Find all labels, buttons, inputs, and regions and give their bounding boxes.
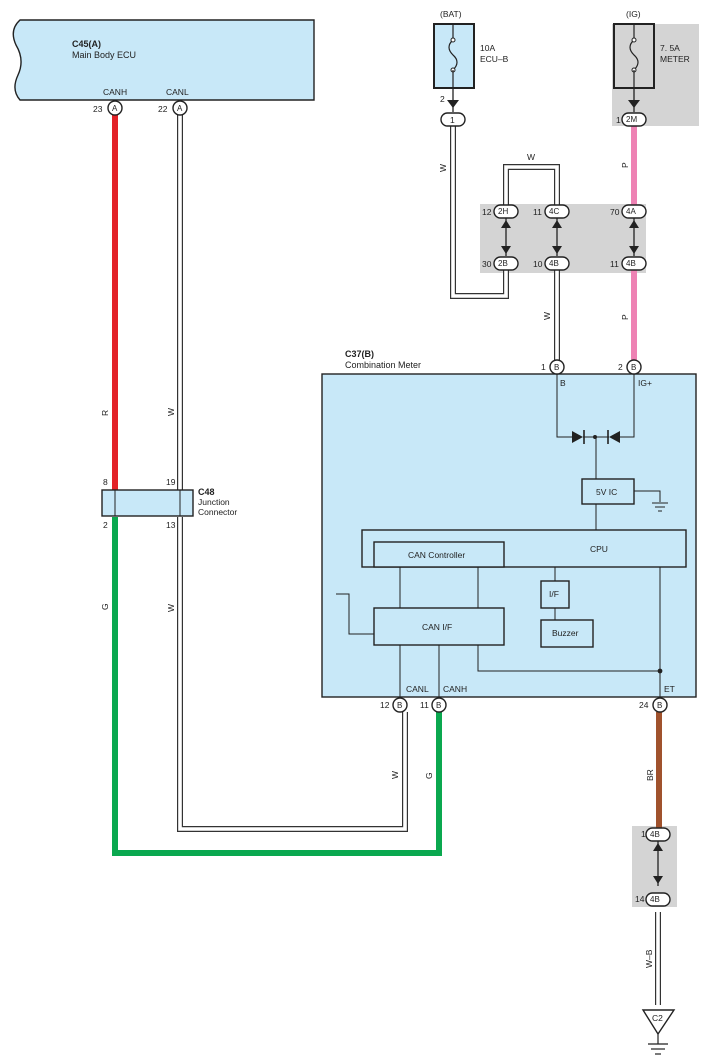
bat-fuse-amp: 10A bbox=[480, 43, 495, 53]
ig-conn: 2M bbox=[626, 115, 637, 124]
ecu-canl-pin: 22 bbox=[158, 104, 168, 114]
ecu-canh-label: CANH bbox=[103, 87, 127, 97]
svg-text:A: A bbox=[177, 104, 183, 113]
main-body-ecu: C45(A) Main Body ECU CANH CANL 23 22 bbox=[12, 19, 315, 114]
svg-text:B: B bbox=[560, 378, 566, 388]
svg-text:A: A bbox=[112, 104, 118, 113]
svg-text:B: B bbox=[657, 701, 662, 710]
svg-text:14: 14 bbox=[635, 894, 645, 904]
svg-text:P: P bbox=[620, 314, 630, 320]
svg-text:1: 1 bbox=[641, 829, 646, 839]
svg-text:CAN I/F: CAN I/F bbox=[422, 622, 452, 632]
svg-text:12: 12 bbox=[482, 207, 492, 217]
junction-block-1: 12 2H 30 2B bbox=[482, 204, 519, 271]
svg-text:70: 70 bbox=[610, 207, 620, 217]
svg-text:B: B bbox=[436, 701, 441, 710]
svg-text:BR: BR bbox=[645, 769, 655, 781]
bat-pin: 2 bbox=[440, 94, 445, 104]
junction-block-2: 11 4C 10 4B bbox=[533, 204, 570, 271]
svg-text:CANL: CANL bbox=[406, 684, 429, 694]
svg-text:4A: 4A bbox=[626, 207, 636, 216]
wires bbox=[112, 115, 662, 1005]
svg-text:B: B bbox=[631, 363, 636, 372]
svg-text:P: P bbox=[620, 162, 630, 168]
svg-text:C2: C2 bbox=[652, 1013, 663, 1023]
svg-text:I/F: I/F bbox=[549, 589, 559, 599]
ecu-connector-pins: A A bbox=[107, 100, 188, 116]
svg-text:4B: 4B bbox=[650, 895, 660, 904]
svg-text:IG+: IG+ bbox=[638, 378, 652, 388]
svg-text:W: W bbox=[166, 604, 176, 612]
svg-text:B: B bbox=[397, 701, 402, 710]
ig-label: (IG) bbox=[626, 9, 641, 19]
svg-text:W: W bbox=[166, 408, 176, 416]
svg-text:W: W bbox=[542, 312, 552, 320]
svg-text:W–B: W–B bbox=[644, 949, 654, 968]
ig-pin: 1 bbox=[616, 115, 621, 125]
junction-block-3: 70 4A 11 4B bbox=[610, 204, 647, 271]
svg-text:CANH: CANH bbox=[443, 684, 467, 694]
svg-text:CAN Controller: CAN Controller bbox=[408, 550, 465, 560]
ig-fuse-amp: 7. 5A bbox=[660, 43, 680, 53]
svg-text:ET: ET bbox=[664, 684, 675, 694]
svg-text:24: 24 bbox=[639, 700, 649, 710]
ecu-code: C45(A) bbox=[72, 39, 101, 49]
svg-text:W: W bbox=[438, 164, 448, 172]
svg-text:4B: 4B bbox=[650, 830, 660, 839]
svg-text:CPU: CPU bbox=[590, 544, 608, 554]
svg-text:11: 11 bbox=[610, 259, 619, 269]
svg-text:1: 1 bbox=[541, 362, 546, 372]
svg-text:G: G bbox=[424, 772, 434, 779]
ig-fuse-name: METER bbox=[660, 54, 690, 64]
svg-text:4B: 4B bbox=[626, 259, 636, 268]
bat-fuse: (BAT) 10A ECU–B 2 1 bbox=[433, 9, 509, 127]
svg-text:2H: 2H bbox=[498, 207, 508, 216]
svg-text:B: B bbox=[554, 363, 559, 372]
svg-text:R: R bbox=[100, 410, 110, 416]
svg-text:Junction: Junction bbox=[198, 497, 230, 507]
svg-text:2: 2 bbox=[103, 520, 108, 530]
svg-text:5V IC: 5V IC bbox=[596, 487, 617, 497]
svg-text:C37(B): C37(B) bbox=[345, 349, 374, 359]
svg-text:13: 13 bbox=[166, 520, 176, 530]
svg-text:12: 12 bbox=[380, 700, 390, 710]
svg-text:11: 11 bbox=[420, 700, 429, 710]
svg-text:2B: 2B bbox=[498, 259, 508, 268]
svg-text:11: 11 bbox=[533, 207, 542, 217]
ecu-name: Main Body ECU bbox=[72, 50, 136, 60]
svg-text:10: 10 bbox=[533, 259, 543, 269]
svg-text:W: W bbox=[527, 152, 535, 162]
svg-text:30: 30 bbox=[482, 259, 492, 269]
svg-text:Combination Meter: Combination Meter bbox=[345, 360, 421, 370]
svg-text:8: 8 bbox=[103, 477, 108, 487]
combination-meter: C37(B) Combination Meter 1 B 2 B B IG+ bbox=[321, 349, 697, 713]
svg-text:Buzzer: Buzzer bbox=[552, 628, 579, 638]
ecu-canh-pin: 23 bbox=[93, 104, 103, 114]
svg-text:19: 19 bbox=[166, 477, 176, 487]
ecu-canl-label: CANL bbox=[166, 87, 189, 97]
bat-conn: 1 bbox=[450, 115, 455, 125]
ground-junction-block: 1 4B 14 4B bbox=[635, 827, 671, 907]
svg-text:2: 2 bbox=[618, 362, 623, 372]
svg-text:C48: C48 bbox=[198, 487, 215, 497]
svg-text:G: G bbox=[100, 603, 110, 610]
svg-text:Connector: Connector bbox=[198, 507, 237, 517]
bat-label: (BAT) bbox=[440, 9, 462, 19]
ground-symbol-c2: C2 bbox=[641, 1009, 676, 1055]
junction-connector-c48: 8 19 2 13 C48 Junction Connector bbox=[101, 477, 237, 530]
ig-fuse: (IG) 7. 5A METER 1 2M bbox=[613, 9, 690, 127]
wire-labels: W W P W P R W G W W G BR W–B bbox=[100, 152, 655, 968]
bat-fuse-name: ECU–B bbox=[480, 54, 509, 64]
svg-text:W: W bbox=[390, 771, 400, 779]
svg-text:4C: 4C bbox=[549, 207, 559, 216]
svg-text:4B: 4B bbox=[549, 259, 559, 268]
